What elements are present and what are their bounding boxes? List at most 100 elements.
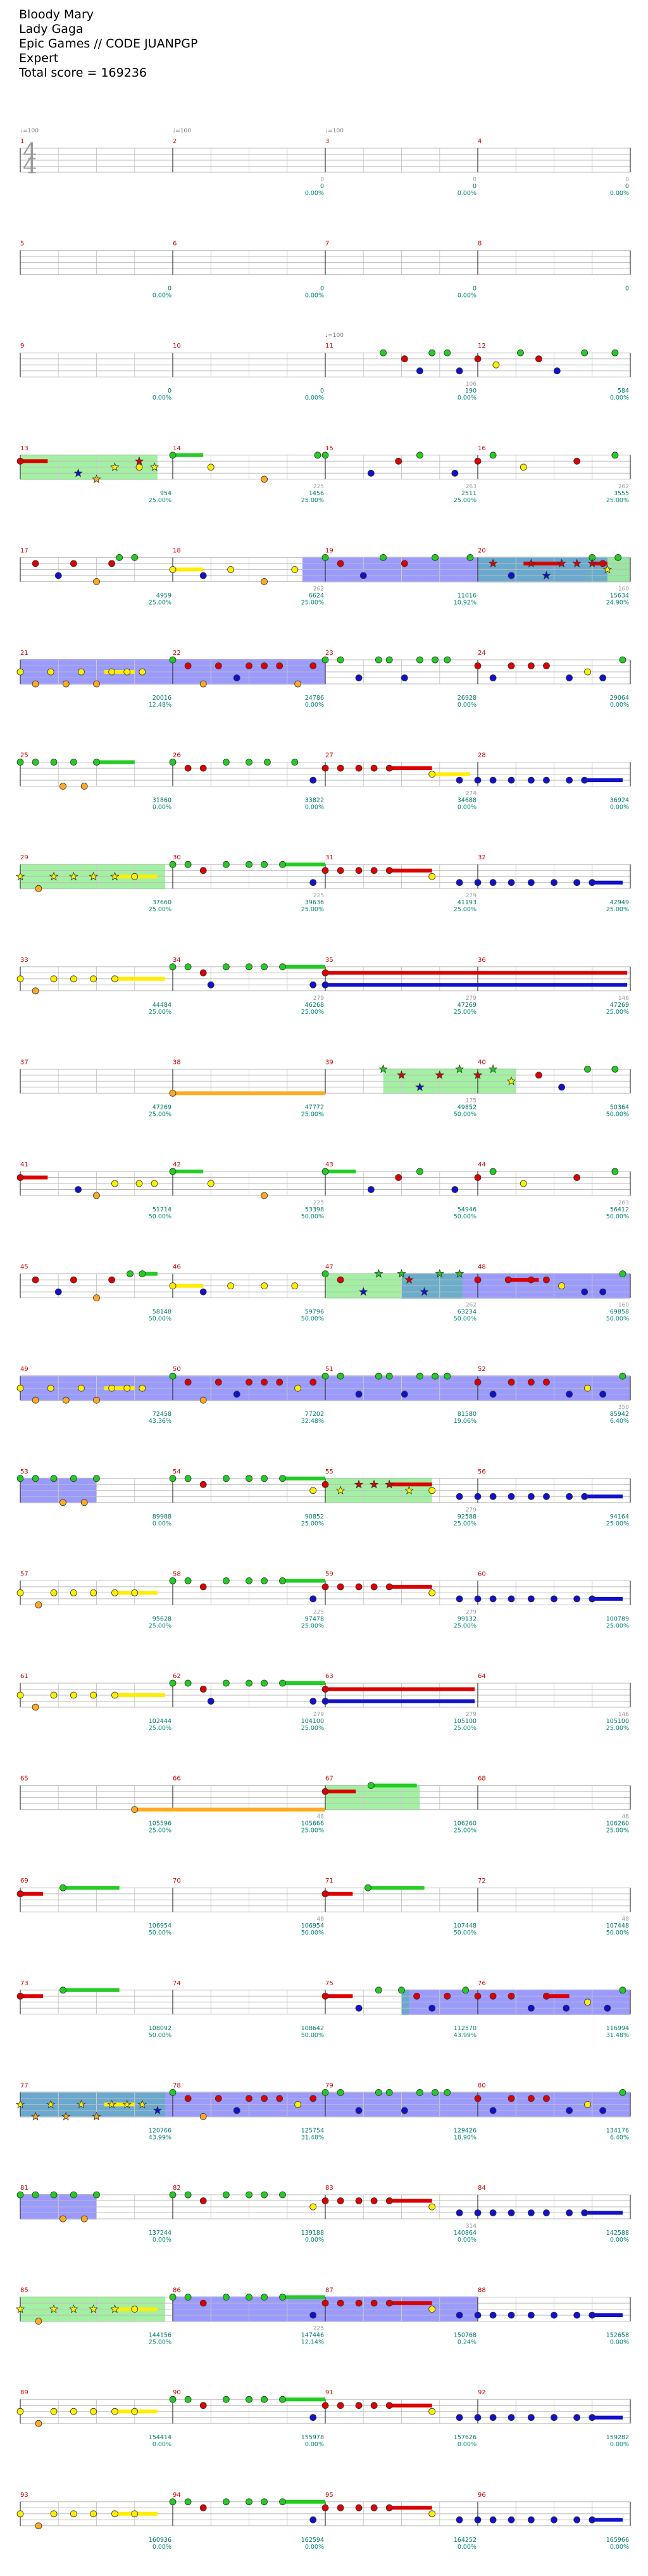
note-gem [207,1698,215,1705]
star-note [404,1275,414,1284]
sp-percent: 19.06% [454,1418,477,1425]
note-gem [398,1986,405,1994]
chart-row: 579562825.00%582259747825.00%59279991322… [16,1570,631,1629]
sp-percent: 25.00% [454,1520,477,1527]
chart-row: 374726925.00%384777225.00%391754985250.0… [20,1059,631,1118]
measure-number: 86 [173,2287,181,2294]
note-gem [401,1391,408,1398]
star-note [149,462,159,472]
measure-number: 58 [173,1570,181,1577]
note-gem [428,2203,436,2211]
sp-percent: 0.00% [610,2237,629,2244]
note-count: 263 [618,1200,629,1206]
note-gem [16,1174,24,1181]
note-gem [222,2498,230,2506]
note-gem [428,349,436,357]
note-gem [199,867,207,874]
note-gem [558,1282,565,1289]
star-note [454,1064,464,1073]
note-count: 225 [313,1609,324,1615]
note-gem [321,1583,329,1591]
note-count: 279 [466,893,477,899]
note-gem [70,560,77,567]
note-gem [489,879,497,887]
sp-percent: 25.00% [301,1009,324,1016]
sp-percent: 25.00% [301,599,324,606]
note-gem [35,2318,42,2325]
note-gem [70,1691,77,1699]
note-gem [199,2402,207,2409]
note-gem [535,1071,542,1079]
note-gem [279,1679,286,1687]
star-note [488,559,498,568]
measure-number: 53 [20,1468,28,1475]
note-gem [93,1475,100,1482]
note-gem [264,759,271,766]
measure-score: 3555 [614,490,629,497]
note-gem [233,2107,240,2114]
sp-percent: 25.00% [454,1828,477,1834]
note-gem [90,975,97,983]
note-gem [321,1270,329,1277]
measure-number: 6 [173,241,177,248]
measure-number: 19 [325,547,333,554]
note-gem [589,2516,596,2523]
sp-percent: 25.00% [301,1111,324,1118]
note-gem [93,2191,100,2199]
measure-number: 62 [173,1673,181,1680]
measure-score: 105100 [606,1718,629,1725]
note-gem [370,2299,378,2307]
note-gem [599,560,607,567]
note-gem [199,2504,207,2511]
note-gem [199,764,207,772]
star-note [335,1486,346,1495]
note-count: 262 [313,586,324,592]
measure-number: 24 [478,650,486,657]
star-note [122,2099,132,2109]
star-note [46,2099,56,2109]
star-note [61,2111,71,2121]
sp-percent: 0.00% [305,2237,324,2244]
note-gem [508,1493,515,1500]
sp-percent: 50.00% [454,1111,477,1118]
sp-percent: 6.40% [610,1418,629,1425]
note-gem [16,1890,24,1898]
sp-percent: 25.00% [301,1622,324,1629]
note-gem [93,578,100,585]
star-note [49,871,59,881]
measure-score: 134176 [606,2127,629,2134]
note-gem [246,1379,252,1386]
note-gem [504,1276,512,1284]
note-gem [314,451,321,459]
note-gem [456,2414,463,2421]
note-gem [111,1589,118,1596]
note-gem [416,656,423,664]
chart-row: 7712076643.99%7812575431.48%7912942618.9… [15,2082,631,2141]
measure-score: 0 [168,286,171,293]
sp-percent: 0.00% [458,2237,477,2244]
sp-percent: 32.48% [301,1418,324,1425]
note-gem [246,1679,252,1687]
note-gem [80,2215,88,2223]
note-gem [246,662,252,669]
note-gem [261,2095,268,2102]
note-count: 225 [313,2326,324,2332]
note-gem [169,2294,177,2301]
note-gem [573,2516,581,2523]
note-gem [527,1379,535,1386]
note-gem [47,1384,54,1392]
note-gem [246,1475,252,1482]
measure-score: 0 [473,286,477,293]
note-gem [385,1372,393,1380]
note-gem [489,1168,497,1175]
sp-percent: 0.00% [458,804,477,811]
measure-score: 137244 [149,2230,171,2237]
note-gem [321,764,329,772]
note-gem [62,680,70,688]
note-gem [385,2402,393,2409]
note-gem [527,879,535,887]
measure-score: 4959 [156,592,171,599]
star-note [137,2099,147,2109]
measure-score: 190 [465,388,477,395]
